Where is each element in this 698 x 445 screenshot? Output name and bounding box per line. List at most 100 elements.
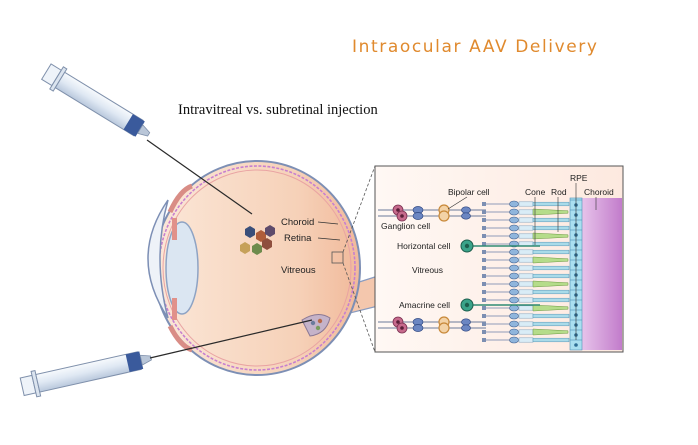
inner-segment [518, 257, 534, 263]
bipolar-cell [461, 318, 471, 326]
zoom-line-bottom [342, 262, 376, 353]
inner-segment [518, 201, 534, 207]
cone-outer-segment [532, 232, 569, 240]
cone-outer-segment [532, 328, 569, 336]
inner-segment [518, 233, 534, 239]
iris-top [172, 218, 177, 240]
bipolar-cell [461, 324, 471, 332]
rod-outer-segment [532, 273, 570, 279]
photoreceptor-nucleus [509, 208, 519, 216]
choroid-band [582, 198, 622, 350]
bipolar-cell [412, 324, 424, 332]
retina-layer [158, 165, 356, 371]
inner-plexiform-dot [482, 322, 486, 326]
photoreceptor-nucleus [509, 296, 519, 304]
bipolar-cell [412, 212, 424, 220]
cone-outer-segment [532, 256, 569, 264]
photoreceptor-nucleus [509, 304, 519, 312]
rod-outer-segment [532, 337, 570, 343]
needle-intravitreal [146, 139, 253, 215]
ganglion-nucleus [400, 214, 404, 218]
inner-plexiform-dot [482, 242, 486, 246]
inner-plexiform-dot [482, 282, 486, 286]
aav-particle [310, 320, 316, 326]
neuron-rows [378, 202, 486, 342]
inner-plexiform-dot [482, 266, 486, 270]
retina-inset: Bipolar cell Cone Rod RPE Choroid Gangli… [374, 165, 624, 353]
rod-outer-segment [532, 289, 570, 295]
rod-outer-segment [532, 249, 570, 255]
photoreceptor-nucleus [509, 328, 519, 336]
label-amacrine-cell: Amacrine cell [399, 300, 450, 310]
bipolar-cell [461, 206, 471, 214]
inner-segment [518, 321, 534, 327]
photoreceptor-nucleus [509, 248, 519, 256]
eye-label-vitreous: Vitreous [281, 265, 316, 276]
rod-outer-segment [532, 265, 570, 271]
inner-plexiform-dot [482, 298, 486, 302]
photoreceptor-nucleus [509, 200, 519, 208]
photoreceptor-nucleus [509, 312, 519, 320]
photoreceptor-nucleus [509, 224, 519, 232]
photoreceptor-nucleus [509, 288, 519, 296]
inner-plexiform-dot [482, 202, 486, 206]
inner-plexiform-dot [482, 250, 486, 254]
photoreceptor-nucleus [509, 264, 519, 272]
figure-title: Intraocular AAV Delivery [352, 37, 599, 57]
amacrine-ring [438, 210, 450, 222]
photoreceptor-nucleus [509, 320, 519, 328]
amacrine-ring [438, 322, 450, 334]
inner-plexiform-dot [482, 234, 486, 238]
ganglion-nucleus [400, 326, 404, 330]
inner-segment [518, 329, 534, 335]
lens [165, 221, 199, 315]
aav-particles [240, 225, 275, 255]
inner-segment [518, 281, 534, 287]
rod-outer-segment [532, 321, 570, 327]
label-choroid: Choroid [584, 187, 614, 197]
photoreceptor-layer [486, 200, 570, 344]
inner-plexiform-dot [482, 330, 486, 334]
cornea [147, 199, 169, 319]
figure-subtitle: Intravitreal vs. subretinal injection [178, 102, 378, 118]
label-horizontal-cell: Horizontal cell [397, 241, 450, 251]
label-vitreous-inset: Vitreous [412, 265, 443, 275]
inner-plexiform-dot [482, 210, 486, 214]
inner-plexiform-dot [482, 338, 486, 342]
photoreceptor-nucleus [509, 256, 519, 264]
ciliary-body-top [167, 183, 193, 214]
rod-outer-segment [532, 225, 570, 231]
cone-outer-segment [532, 208, 569, 216]
subretinal-bleb [301, 314, 331, 337]
bipolar-cell [461, 212, 471, 220]
inner-segment [518, 313, 534, 319]
needle-subretinal [149, 319, 313, 359]
photoreceptor-nucleus [509, 280, 519, 288]
aav-particle [315, 325, 321, 331]
eye-cross-section: Choroid Retina Vitreous [147, 160, 379, 376]
inner-plexiform-dot [482, 274, 486, 278]
inner-plexiform-dot [482, 258, 486, 262]
eye-label-choroid: Choroid [281, 217, 314, 228]
inner-segment [518, 297, 534, 303]
inner-segment [518, 273, 534, 279]
inner-segment [518, 209, 534, 215]
rod-outer-segment [532, 313, 570, 319]
inner-segment [518, 225, 534, 231]
label-ganglion-cell: Ganglion cell [381, 221, 430, 231]
aav-particle [317, 318, 323, 324]
ganglion-nucleus [396, 320, 400, 324]
label-cone: Cone [525, 187, 546, 197]
cone-outer-segment [532, 280, 569, 288]
rod-outer-segment [532, 241, 570, 247]
photoreceptor-nucleus [509, 232, 519, 240]
label-rpe: RPE [570, 173, 588, 183]
inner-segment [518, 249, 534, 255]
zoom-marker [331, 251, 344, 264]
syringe-top [40, 63, 253, 215]
inner-segment [518, 265, 534, 271]
zoom-line-top [342, 165, 376, 253]
inner-segment [518, 217, 534, 223]
